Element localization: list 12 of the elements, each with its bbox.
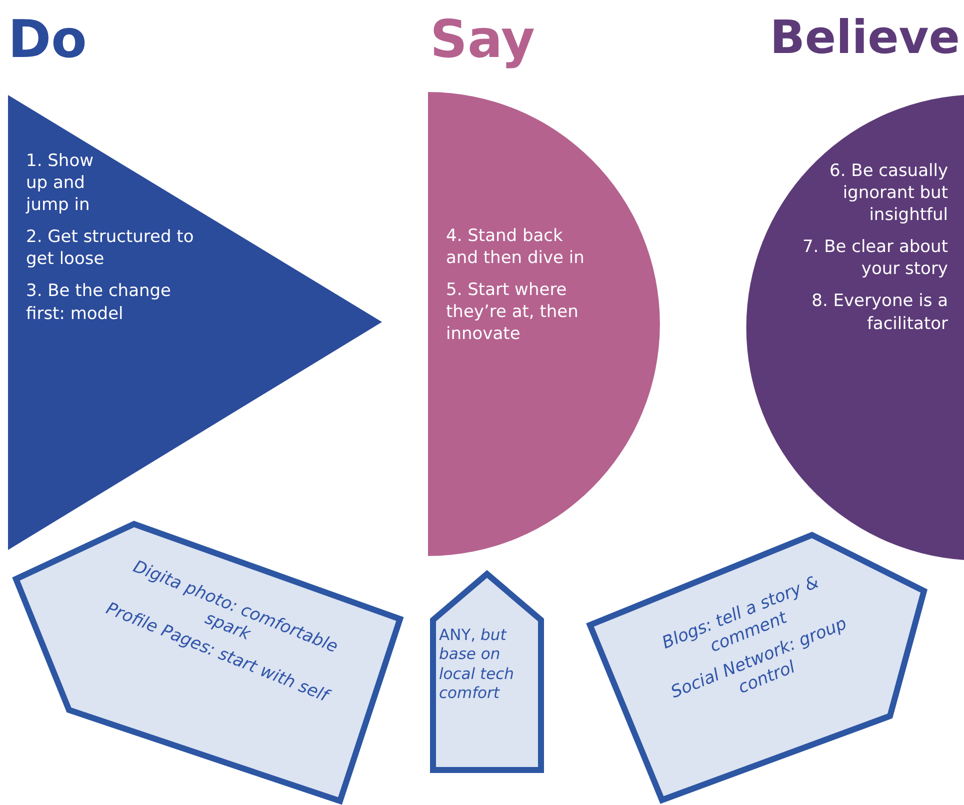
list-item: 5. Start where they’re at, then innovate <box>446 279 580 346</box>
list-item: 1. Show up and jump in <box>26 150 94 216</box>
list-item: 6. Be casually ignorant but insightful <box>828 160 948 226</box>
list-item: 3. Be the change first: model <box>26 280 172 325</box>
list-item: 8. Everyone is a facilitator <box>810 290 948 335</box>
column-heading: Say <box>430 14 535 66</box>
shape-text: ANY, but base on local tech comfort <box>439 626 516 704</box>
list-item: 7. Be clear about your story <box>801 236 948 280</box>
list-item: 2. Get structured to get loose <box>26 226 195 270</box>
column-heading: Believe <box>770 14 960 60</box>
list-item: 4. Stand back and then dive in <box>446 225 586 270</box>
column-heading: Do <box>8 14 87 66</box>
